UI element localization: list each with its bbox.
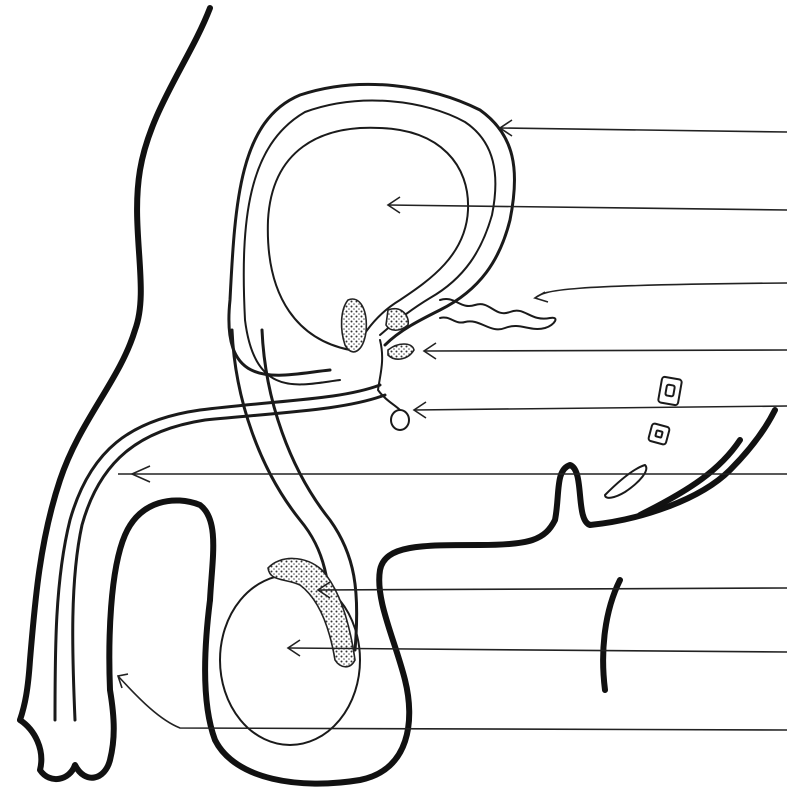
- label-line-5: [414, 406, 787, 410]
- label-lines: [118, 120, 787, 730]
- label-line-7: [318, 588, 787, 590]
- label-line-8: [288, 648, 787, 652]
- label-line-1: [500, 128, 787, 132]
- rectum-line: [603, 580, 620, 690]
- cell-shape-3: [605, 465, 646, 498]
- cowpers-gland-area: [388, 344, 414, 359]
- cell-shape-2: [648, 423, 670, 445]
- vas-deferens-inner: [244, 101, 496, 385]
- bladder-inner: [268, 128, 468, 350]
- body-outline: [20, 8, 210, 720]
- seminal-vesicle: [440, 299, 555, 329]
- label-line-9: [118, 676, 787, 730]
- bulbourethral-gland: [391, 410, 409, 430]
- label-line-4: [424, 350, 787, 351]
- urethra-outer: [55, 385, 380, 720]
- cell-shape-1-inner: [665, 384, 675, 396]
- penis-outline: [20, 500, 213, 779]
- cell-shape-2-inner: [655, 430, 662, 437]
- spermatic-cord-right: [262, 330, 357, 650]
- epididymis: [268, 558, 355, 666]
- label-line-3: [535, 283, 787, 298]
- prostate: [342, 299, 367, 352]
- seminal-vesicle-duct: [386, 309, 408, 331]
- label-line-2: [388, 205, 787, 210]
- cell-shape-1: [658, 376, 682, 405]
